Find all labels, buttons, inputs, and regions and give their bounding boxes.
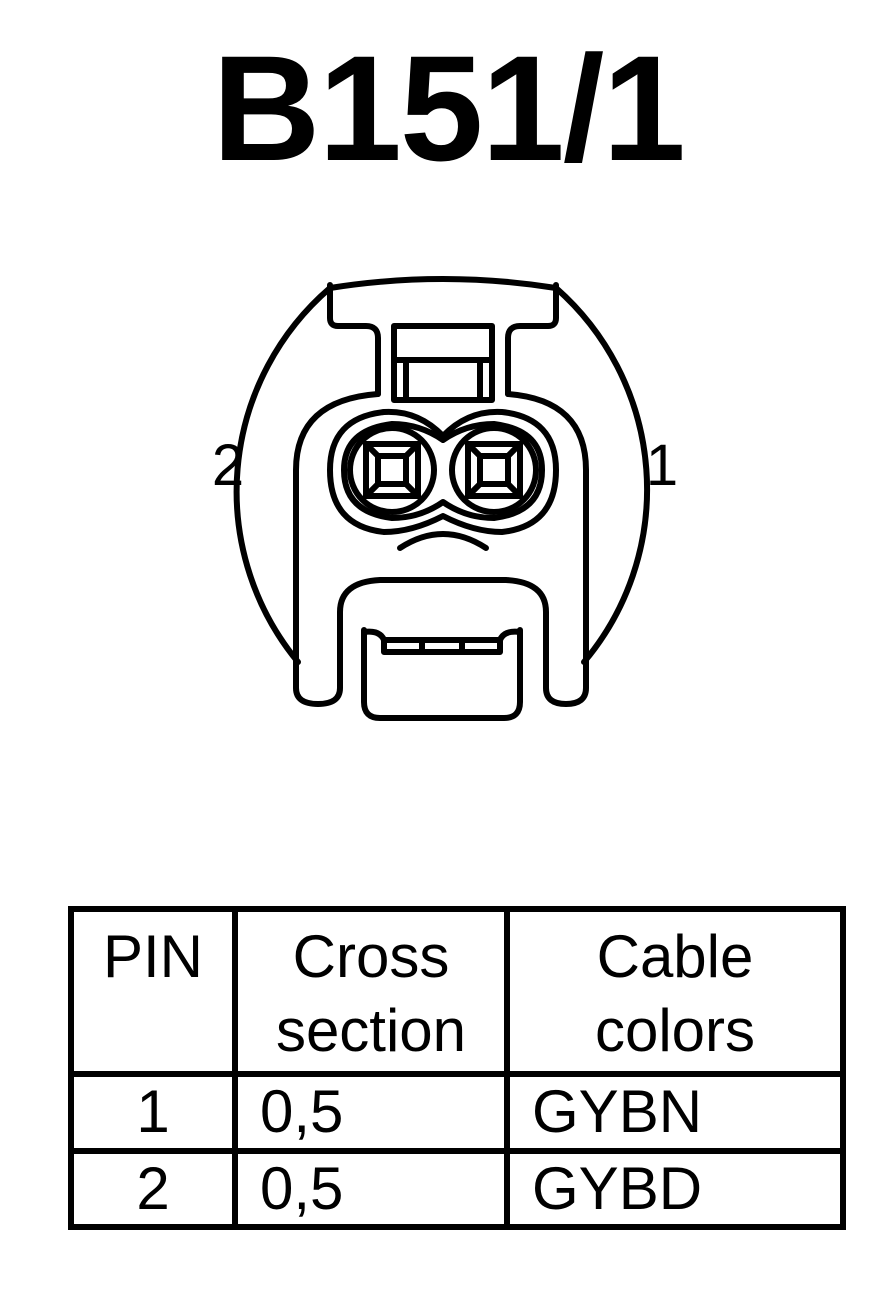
pin-2-terminal [347, 425, 437, 515]
header-cross-section-line1: Cross [292, 923, 450, 990]
connector-key-tab [327, 282, 559, 397]
connector-outer-body [233, 285, 651, 665]
table-header-row: PIN Cross section Cable colors [68, 905, 846, 1078]
cell-cable-color: GYBN [504, 1071, 846, 1154]
connector-inner-housing [293, 391, 589, 707]
connector-top-edge [327, 276, 559, 291]
header-pin: PIN [68, 905, 238, 1078]
cell-pin: 1 [68, 1071, 238, 1154]
table-row: 1 0,5 GYBN [68, 1071, 846, 1154]
header-cross-section-line2: section [275, 997, 467, 1064]
cell-cross-section: 0,5 [232, 1147, 510, 1230]
pin-1-terminal [449, 425, 539, 515]
cell-pin: 2 [68, 1147, 238, 1230]
connector-diagram: 2 1 [212, 276, 678, 721]
pin-label-left: 2 [212, 433, 244, 498]
pin-assignment-table: PIN Cross section Cable colors 1 0,5 GYB… [68, 905, 846, 1230]
pin-label-right: 1 [646, 433, 678, 498]
cell-cross-section: 0,5 [232, 1071, 510, 1154]
cell-cable-color: GYBD [504, 1147, 846, 1230]
header-cable-colors-line2: colors [594, 997, 756, 1064]
header-cable-colors: Cable colors [504, 905, 846, 1078]
page-title: B151/1 [212, 24, 686, 192]
header-cross-section: Cross section [232, 905, 510, 1078]
table-row: 2 0,5 GYBD [68, 1147, 846, 1230]
pin-cavity-outline [327, 408, 559, 535]
connector-latch [361, 627, 523, 721]
header-cable-colors-line1: Cable [596, 923, 754, 990]
